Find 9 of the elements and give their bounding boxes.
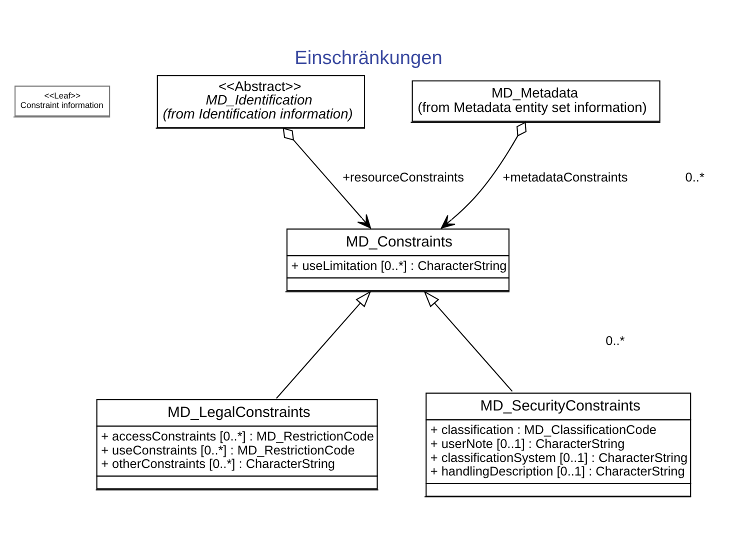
edge-label: +resourceConstraints <box>342 168 464 184</box>
label: 0..* <box>684 168 704 184</box>
edge-label: +metadataConstraints <box>502 168 628 184</box>
arrow <box>282 127 370 228</box>
arrow <box>440 121 526 228</box>
arrow <box>423 290 512 392</box>
diagram-title: Einschränkungen <box>294 47 442 68</box>
label: 0..* <box>605 332 624 348</box>
arrow <box>276 290 371 398</box>
